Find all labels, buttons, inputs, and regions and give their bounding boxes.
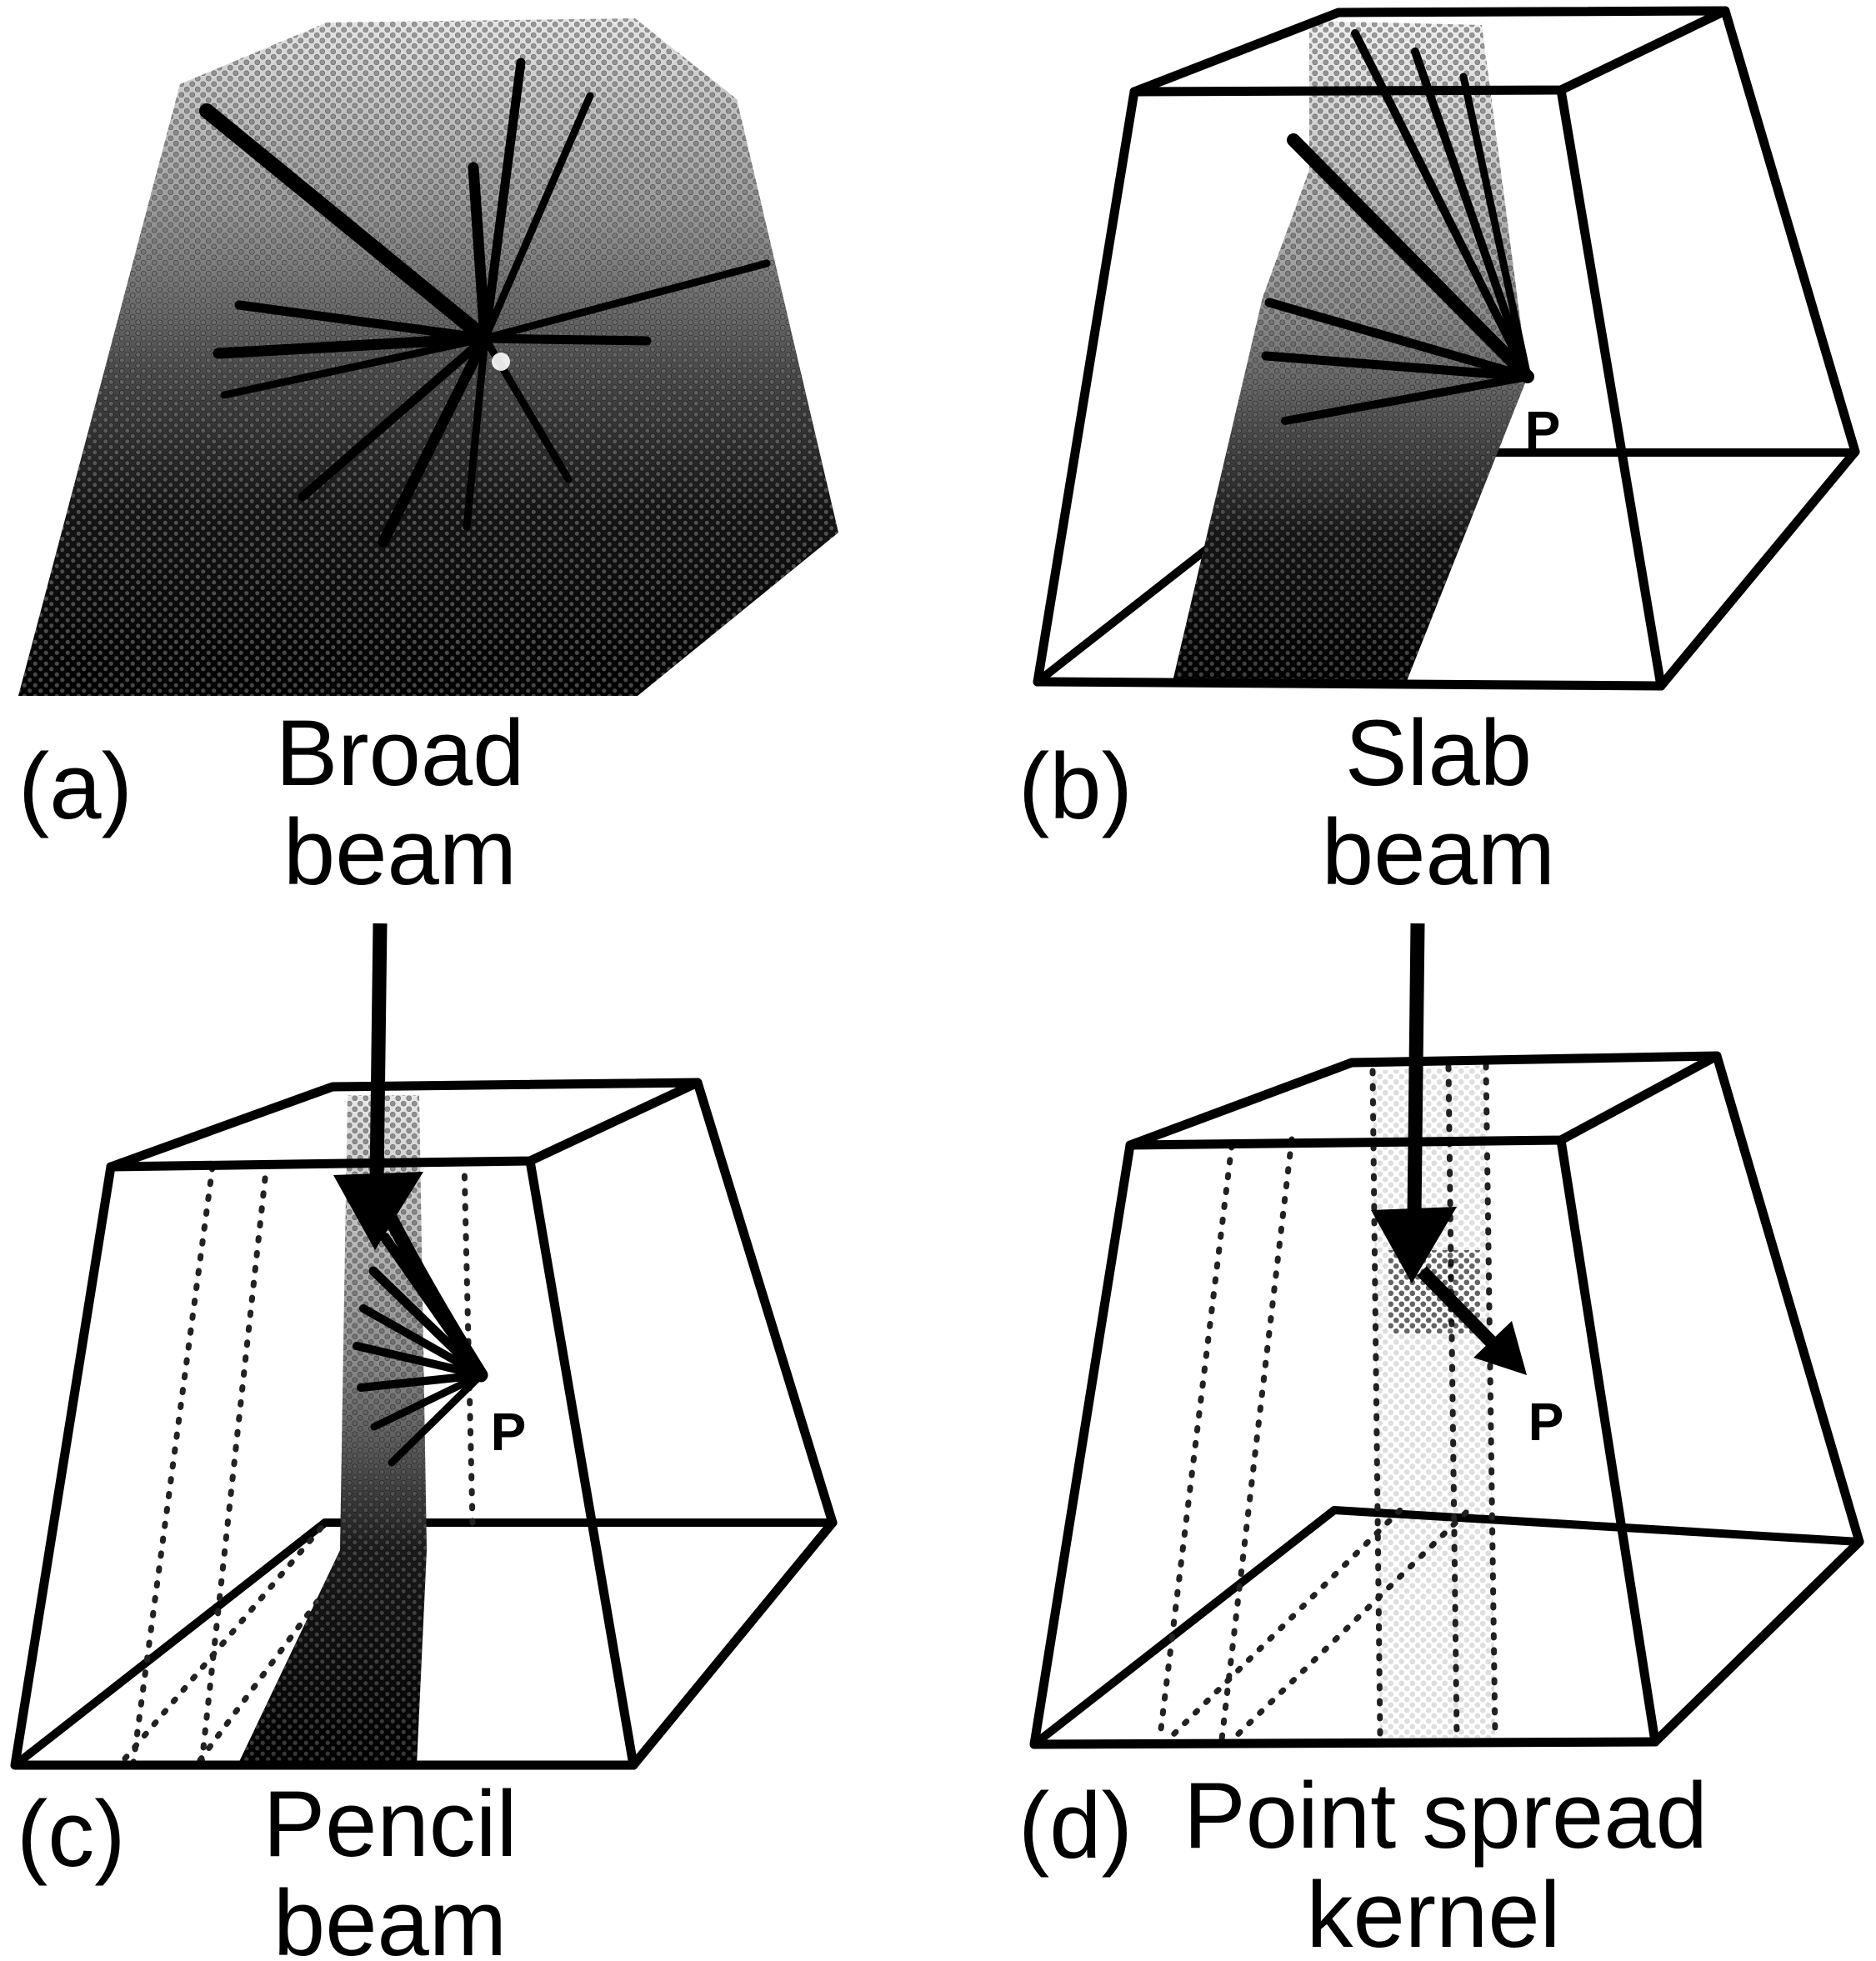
point-p-label: P [1525,400,1561,460]
point-p-label: P [1528,1392,1564,1452]
panel-c-caption-line1: Pencil [263,1772,518,1876]
slab-beam-volume [1172,21,1528,685]
point-p-label: P [491,1402,527,1462]
panel-c-illustration: P [10,923,838,1770]
panel-a-caption-line1: Broad [275,701,525,805]
panel-d-label: (d) [1018,1773,1133,1878]
pencil-ray-fan-icon [353,1188,488,1467]
kernel-ghost-band [1373,1065,1495,1738]
panel-a-illustration [18,18,838,696]
panel-a-label: (a) [18,734,133,838]
panel-d-caption: Point spread kernel [1183,1763,1708,1961]
broad-beam-volume [18,18,838,696]
panel-d-illustration: P [1029,923,1864,1749]
panel-b-caption-line1: Slab [1344,701,1533,805]
interaction-starburst-icon [199,58,771,548]
slab-ray-fan-icon [1261,29,1534,425]
frustum-wireframe [10,1078,838,1770]
panel-d-caption-line2: kernel [1306,1862,1561,1961]
panel-c-label: (c) [17,1782,126,1886]
frustum-wireframe [1029,1051,1864,1749]
panel-b-caption-line2: beam [1321,799,1556,904]
panel-b-caption: Slab beam [1188,701,1688,904]
frustum-wireframe [1033,6,1860,691]
panel-c-caption: Pencil beam [140,1772,640,1961]
panel-b-label: (b) [1018,734,1133,838]
panel-a-caption-line2: beam [283,799,518,904]
panel-d-caption-line1: Point spread [1183,1763,1708,1868]
scattered-ray-arrow-icon [1417,1266,1527,1375]
panel-b-illustration: P [1033,6,1860,691]
incident-beam-arrow-icon [1371,923,1457,1283]
panel-c-caption-line2: beam [273,1870,508,1961]
pencil-beam-column [238,1095,427,1765]
incident-beam-arrow-icon [333,923,423,1250]
panel-a-caption: Broad beam [150,701,650,904]
